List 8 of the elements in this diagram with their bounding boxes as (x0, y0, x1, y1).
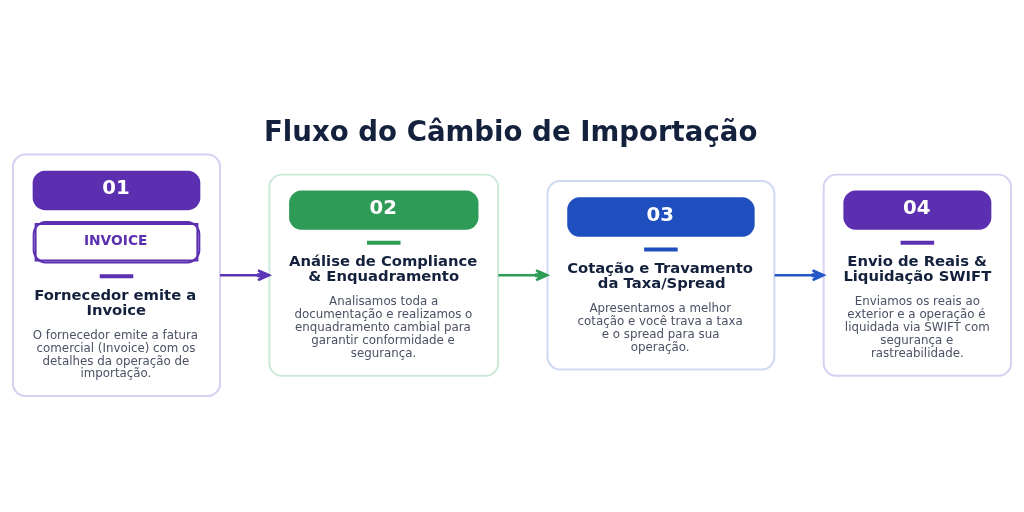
node-box: 01 INVOICE Fornecedor emite a Invoice O fornecedor emite a fatura comercial (Invoice) com os detalhes da operação de importação. (11, 153, 222, 398)
diagram-title: Fluxo do Câmbio de Importação (263, 115, 758, 148)
arrow (498, 269, 549, 282)
node-box: 02 Análise de Compliance & Enquadramento Analisamos toda a documentação e realizamos o enquadramento cambial para garantir conformidade e segurança. (268, 173, 500, 377)
node-box: 03 Cotação e Travamento da Taxa/Spread Apresentamos a melhor cotação e você trava a taxa e o spread para sua operação. (546, 180, 776, 371)
arrow (220, 269, 271, 282)
node-box: 04 Envio de Reais & Liquidação SWIFT Enviamos os reais ao exterior e a operação é liquidada via SWIFT com segurança e rastreabilidade. (822, 173, 1013, 377)
arrow (774, 269, 825, 282)
